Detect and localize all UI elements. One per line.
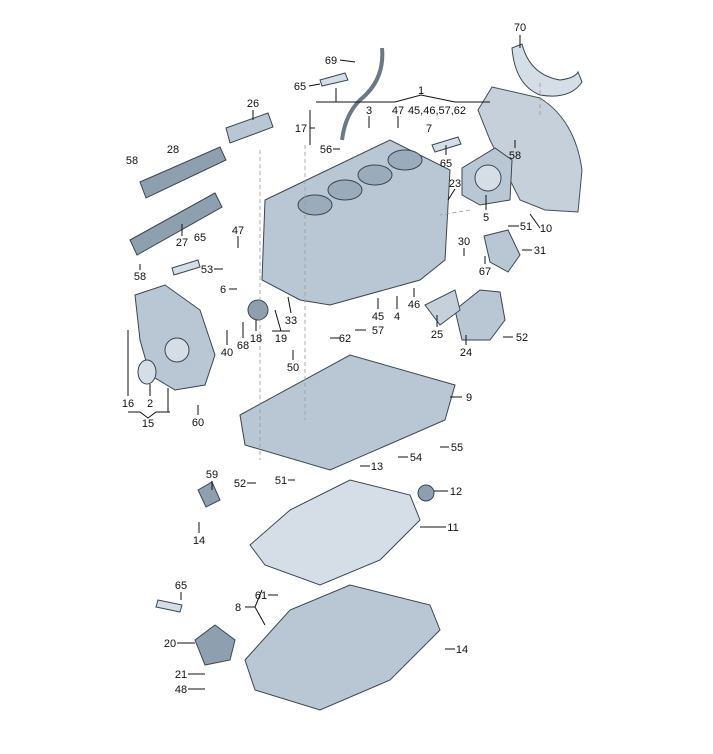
callout-label: 5 [483,212,489,224]
callout-label: 65 [175,580,187,592]
callout-label: 10 [540,223,552,235]
callout-label: 27 [176,237,188,249]
callout-label: 50 [287,362,299,374]
part-cylinder-bore [357,164,393,186]
callout-label: 65 [294,81,306,93]
callout-label: 31 [534,245,546,257]
callout-label: 20 [164,638,176,650]
part-timing-cover-15 [134,284,216,391]
callout-label: 57 [372,325,384,337]
callout-label: 8 [235,602,241,614]
part-sealant-tube [431,136,462,153]
callout-label: 69 [325,55,337,67]
callout-label: 26 [247,98,259,110]
part-balance-shaft-28 [139,146,227,199]
callout-label: 47 [232,225,244,237]
part-cylinder-bore [387,149,423,171]
callout-label: 58 [509,150,521,162]
leader-lines [127,35,541,690]
part-seal-2 [137,359,157,385]
callout-label: 45 [372,311,384,323]
callout-label: 68 [237,340,249,352]
callout-label: 51 [275,475,287,487]
callout-label: 1 [418,85,424,97]
part-gear-18 [247,299,269,321]
part-oil-level-sensor-20 [194,624,236,666]
callout-label: 47 [392,105,404,117]
callout-label: 25 [431,329,443,341]
callout-label: 13 [371,461,383,473]
part-lower-oil-pan-8 [244,584,441,711]
callout-label: 56 [320,144,332,156]
callout-label: 58 [126,155,138,167]
part-cover-31 [483,229,521,273]
callout-label: 18 [250,333,262,345]
callout-label: 59 [206,469,218,481]
part-balance-shaft-27 [129,192,223,256]
callout-label: 51 [520,221,532,233]
callout-label: 14 [193,535,205,547]
callout-label: 40 [221,347,233,359]
part-filter-housing-12 [417,484,435,502]
callout-label: 70 [514,22,526,34]
callout-label: 2 [147,398,153,410]
callout-label: 15 [142,418,154,430]
callout-label: 48 [175,684,187,696]
callout-label: 54 [410,452,422,464]
part-balance-shaft-26 [225,112,274,144]
callout-label: 24 [460,347,472,359]
part-cylinder-bore [297,194,333,216]
part-dipstick-tube [340,47,385,141]
part-sensor-59 [197,481,221,508]
parts-artwork [129,43,583,711]
callout-label: 17 [295,123,307,135]
part-sealant-tube [155,599,183,613]
callout-label: 23 [449,178,461,190]
callout-label: 3 [366,105,372,117]
part-cylinder-block [261,139,451,306]
callout-label: 60 [192,417,204,429]
part-oil-pump-24 [454,289,506,341]
callout-label: 45,46,57,62 [408,105,466,117]
callout-label: 55 [451,442,463,454]
callout-label: 46 [408,299,420,311]
part-sealant-tube [171,259,201,276]
callout-label: 19 [275,333,287,345]
callout-label: 28 [167,144,179,156]
part-baffle-11 [249,479,421,586]
callout-label: 21 [175,669,187,681]
callout-label: 4 [394,311,400,323]
callout-label: 52 [516,332,528,344]
callout-label: 11 [447,522,458,534]
part-sealant-tube [319,72,349,87]
callout-label: 58 [134,271,146,283]
callout-label: 12 [450,486,462,498]
callout-label: 14 [456,644,468,656]
callout-label: 16 [122,398,134,410]
callout-label: 52 [234,478,246,490]
callout-label: 30 [458,236,470,248]
callout-label: 65 [194,232,206,244]
part-bracket-70 [511,43,583,97]
part-upper-oil-pan-9 [239,354,456,471]
callout-label: 65 [440,158,452,170]
callout-label: 6 [220,284,226,296]
callout-label: 7 [426,123,432,135]
callout-label: 67 [479,266,491,278]
part-plate-25 [424,289,461,326]
callout-label: 62 [339,333,351,345]
callout-label: 9 [466,392,472,404]
callout-label: 33 [285,315,297,327]
part-cylinder-bore [327,179,363,201]
callout-label: 53 [201,264,213,276]
